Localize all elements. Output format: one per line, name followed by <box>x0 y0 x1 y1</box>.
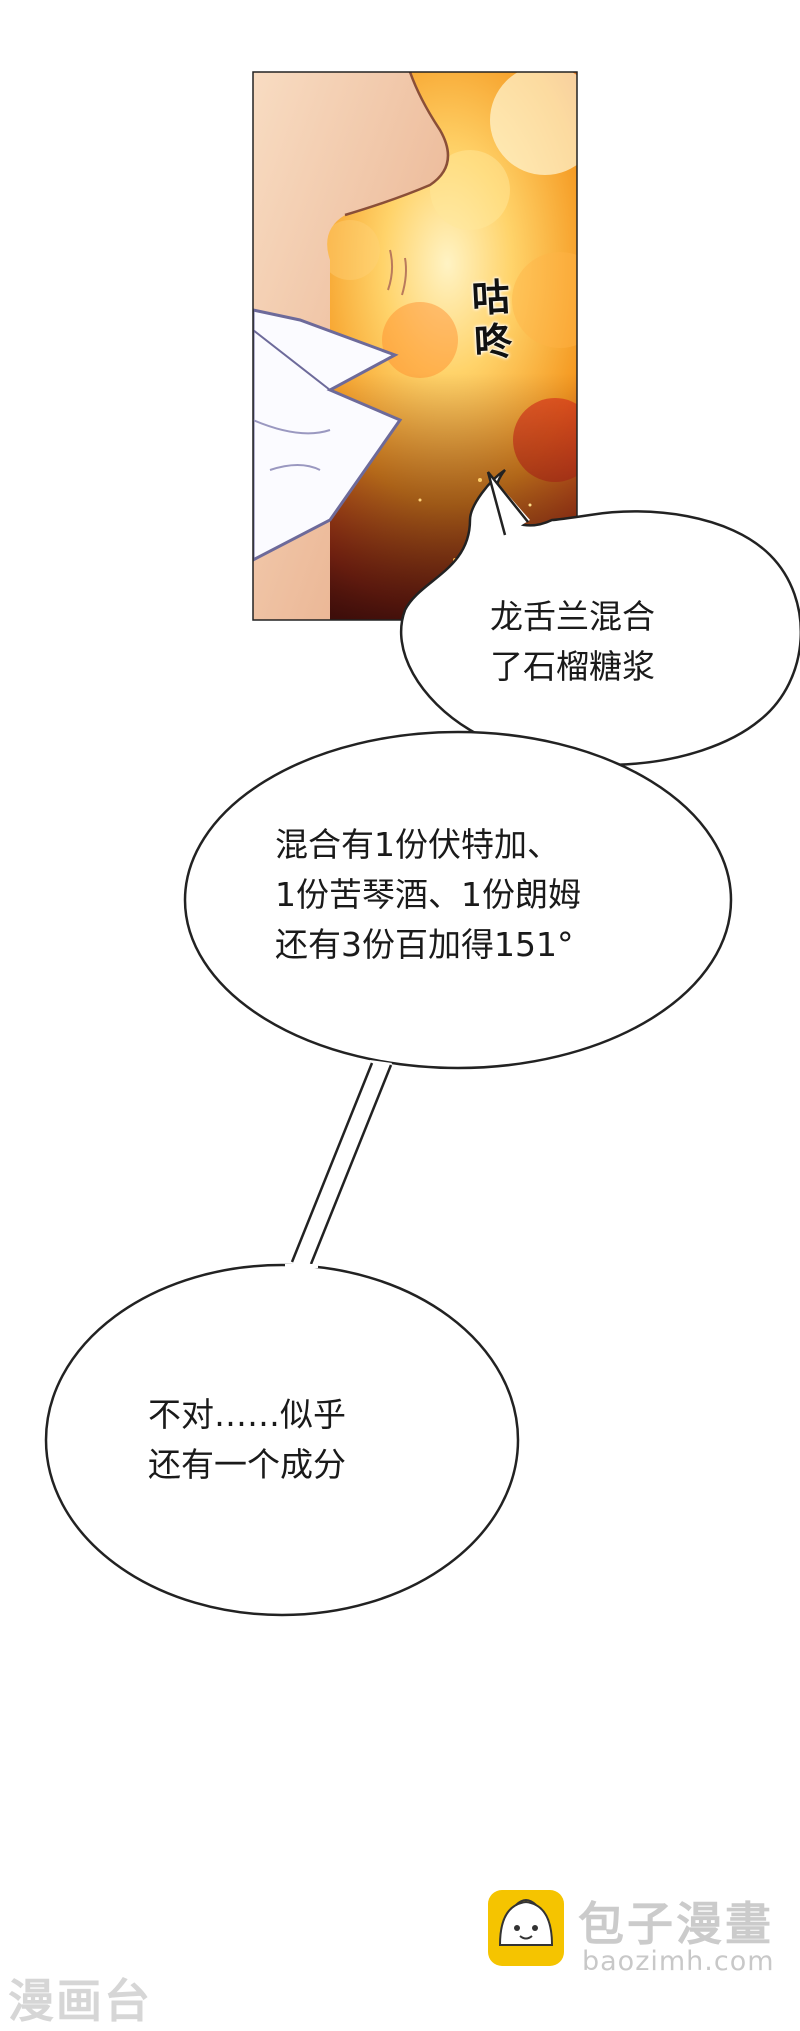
watermark-url: baozimh.com <box>582 1946 775 1977</box>
sfx-char-2: 咚 <box>473 319 514 365</box>
bubble-2-line-1: 混合有1份伏特加、 <box>275 825 560 864</box>
bubble-1-line-2: 了石榴糖浆 <box>490 647 655 686</box>
bubble-1-line-1: 龙舌兰混合 <box>490 597 655 636</box>
sfx-char-1: 咕 <box>470 275 511 321</box>
watermark-brand: 包子漫畫 <box>578 1897 774 1951</box>
baozi-logo-icon <box>488 1890 564 1966</box>
sound-effect-text: 咕 咚 <box>460 274 525 365</box>
bubble-1-text: 龙舌兰混合 了石榴糖浆 <box>490 592 655 692</box>
bubble-3-line-1: 不对……似乎 <box>148 1395 346 1434</box>
bubble-2-line-3: 还有3份百加得151° <box>275 925 574 964</box>
bubble-3-line-2: 还有一个成分 <box>148 1445 346 1484</box>
speech-bubble-2 <box>183 730 733 1070</box>
bubble-2-text: 混合有1份伏特加、 1份苦琴酒、1份朗姆 还有3份百加得151° <box>275 820 581 970</box>
watermark-left: 漫画台 <box>8 1974 152 2028</box>
speech-bubble-3 <box>44 1060 520 1617</box>
bubble-2-line-2: 1份苦琴酒、1份朗姆 <box>275 875 581 914</box>
bubble-3-text: 不对……似乎 还有一个成分 <box>148 1390 346 1490</box>
panel-image <box>253 72 577 620</box>
